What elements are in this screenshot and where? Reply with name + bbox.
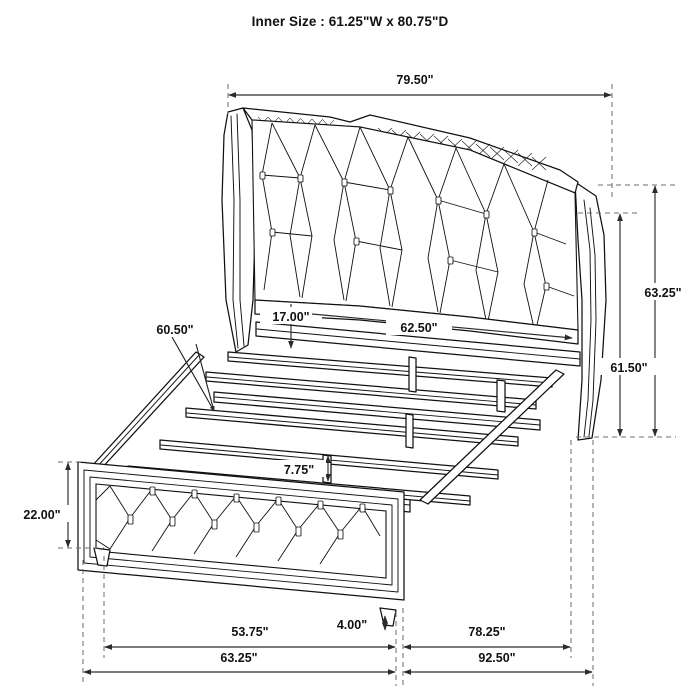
slat-support-legs	[262, 356, 506, 513]
dim-slat-span: 60.50"	[141, 320, 215, 412]
frame-rail-right-diag	[419, 369, 565, 505]
dim-foot-height-label: 4.00"	[337, 618, 367, 632]
dim-rail-drop: 17.00"	[260, 304, 322, 349]
page-title: Inner Size : 61.25"W x 80.75"D	[251, 14, 449, 29]
footboard-foot-right	[379, 607, 397, 627]
dim-foot-height: 4.00"	[325, 615, 388, 632]
dim-footboard-width-label: 53.75"	[231, 625, 268, 639]
dim-footboard-width: 53.75"	[104, 622, 396, 650]
footboard-foot-left	[93, 547, 111, 567]
footboard-buttons	[127, 486, 366, 540]
dim-side-inner-label: 78.25"	[468, 625, 505, 639]
slat-3-line	[186, 412, 519, 443]
dim-slat-span-label: 60.50"	[156, 323, 193, 337]
dimension-annotations: 79.50" 63.25" 61.50"	[11, 70, 696, 686]
footboard-panel	[95, 483, 387, 579]
headboard-right-post-edge	[583, 199, 592, 438]
dim-slat-leg: 7.75"	[272, 455, 331, 482]
headboard-left-post-edge	[230, 115, 239, 349]
dim-headboard-outer: 63.25"	[630, 185, 696, 437]
slat-leg-1	[408, 356, 417, 393]
dim-rail-drop-label: 17.00"	[272, 310, 309, 324]
bed-illustration	[77, 107, 607, 627]
frame-rail-left-diag2	[95, 353, 201, 469]
center-support-beam-line	[214, 396, 541, 426]
dim-footboard-width-outer-label: 63.25"	[220, 651, 257, 665]
slat-2-line	[206, 376, 537, 406]
dim-top-width-label: 79.50"	[396, 73, 433, 87]
footboard-body-inner-1	[83, 469, 399, 593]
side-rail-far-line	[256, 328, 581, 360]
headboard-buttons	[259, 171, 550, 291]
dim-side-outer: 92.50"	[403, 648, 593, 675]
headboard-group	[221, 107, 607, 441]
slat-leg-4	[496, 379, 506, 413]
dim-footboard-width-outer: 63.25"	[83, 648, 396, 675]
dim-side-outer-label: 92.50"	[478, 651, 515, 665]
dim-headboard-outer-label: 63.25"	[644, 286, 681, 300]
dim-side-inner: 78.25"	[403, 622, 571, 650]
dim-footboard-height: 22.00"	[11, 461, 104, 549]
headboard-left-post-edge2	[236, 113, 245, 347]
dim-rail-length: 62.50"	[311, 313, 573, 341]
dim-rail-length-label: 62.50"	[400, 321, 437, 335]
slat-leg-2	[405, 413, 414, 449]
dim-slat-leg-label: 7.75"	[284, 463, 314, 477]
footboard-body-inner-2	[89, 476, 393, 586]
dim-headboard-inner: 61.50"	[597, 213, 661, 437]
side-rail-far-group	[255, 321, 581, 367]
headboard-left-post	[221, 107, 257, 353]
headboard-right-post-edge2	[588, 207, 597, 437]
footboard-group	[77, 461, 405, 627]
headboard-tufting	[261, 122, 575, 330]
dim-footboard-height-label: 22.00"	[23, 508, 60, 522]
dim-top-width: 79.50"	[228, 70, 612, 98]
slat-1-line	[228, 356, 553, 384]
dim-headboard-inner-label: 61.50"	[610, 361, 647, 375]
